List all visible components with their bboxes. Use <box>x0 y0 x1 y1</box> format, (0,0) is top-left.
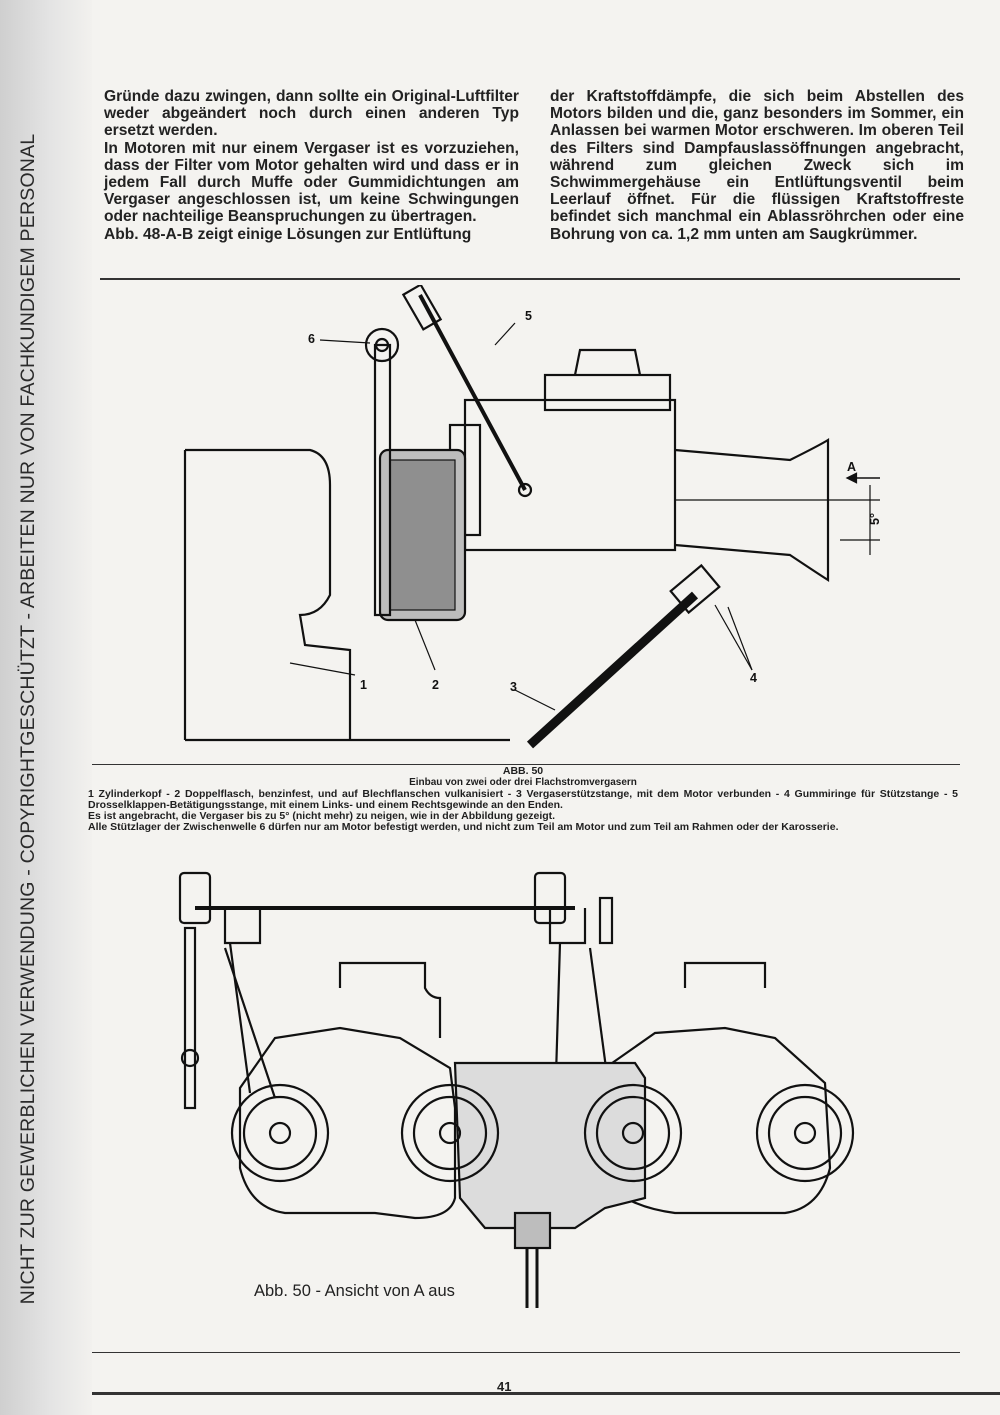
page-number: 41 <box>497 1379 512 1394</box>
carburetor-side-view-diagram: 5 6 1 2 3 4 A 5° <box>183 285 882 749</box>
caption-line: Es ist angebracht, die Vergaser bis zu 5… <box>88 810 556 823</box>
paragraph: Abb. 48-A-B zeigt einige Lösungen zur En… <box>104 225 472 243</box>
callout-5: 5 <box>525 309 532 323</box>
callout-3: 3 <box>510 680 517 694</box>
callout-1: 1 <box>360 678 367 692</box>
figure-caption: ABB. 50 Einbau von zwei oder drei Flachs… <box>88 765 958 834</box>
copyright-watermark: NICHT ZUR GEWERBLICHEN VERWENDUNG - COPY… <box>17 133 39 1305</box>
paragraph: In Motoren mit nur einem Vergaser ist es… <box>104 139 519 226</box>
page-binding-shadow <box>0 0 92 1415</box>
callout-2: 2 <box>432 678 439 692</box>
view-marker-a: A <box>847 460 856 474</box>
page-edge <box>92 1392 1000 1395</box>
carburetor-front-view-diagram <box>178 871 855 1308</box>
callout-4: 4 <box>750 671 757 685</box>
paragraph: der Kraftstoffdämpfe, die sich beim Abst… <box>550 88 964 243</box>
paragraph: Gründe dazu zwingen, dann sollte ein Ori… <box>104 88 519 140</box>
caption-title: ABB. 50 <box>502 765 544 777</box>
text-column-right: der Kraftstoffdämpfe, die sich beim Abst… <box>550 88 964 243</box>
caption-divider <box>92 764 960 765</box>
angle-label: 5° <box>868 513 882 525</box>
callout-6: 6 <box>308 332 315 346</box>
footer-divider <box>92 1352 960 1353</box>
caption-line: Alle Stützlager der Zwischenwelle 6 dürf… <box>88 821 839 834</box>
text-column-left: Gründe dazu zwingen, dann sollte ein Ori… <box>104 88 519 243</box>
caption-subtitle: Einbau von zwei oder drei Flachstromverg… <box>409 777 637 789</box>
caption-line: 1 Zylinderkopf - 2 Doppelflasch, benzinf… <box>88 787 958 811</box>
figure-label-view-a: Abb. 50 - Ansicht von A aus <box>254 1282 455 1300</box>
section-divider <box>100 278 960 280</box>
